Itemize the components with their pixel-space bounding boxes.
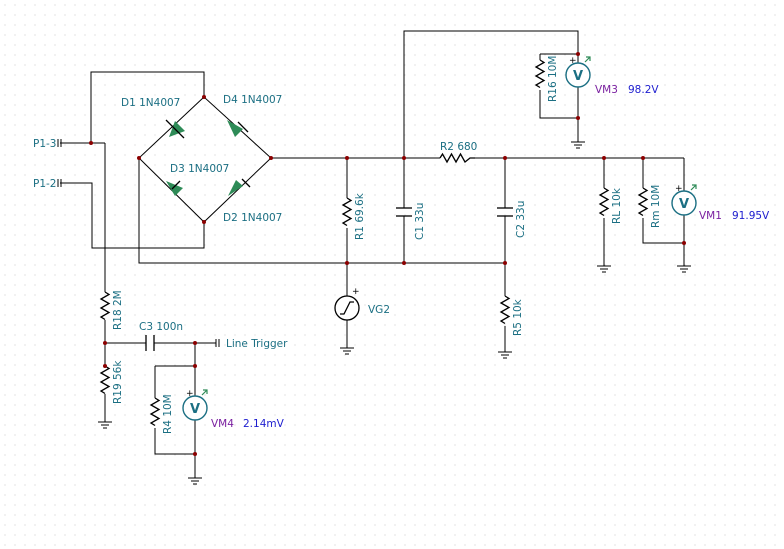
labels: P1-3 P1-2 Line Trigger D1 1N4007 D4 1N40… [33,56,770,434]
voltage-generator-vg2[interactable]: + [334,287,360,321]
label-r5: R5 10k [512,298,524,336]
label-line-trigger: Line Trigger [226,338,288,350]
svg-text:+: + [186,389,194,399]
label-c3: C3 100n [139,321,183,333]
label-rm: Rm 10M [650,185,662,228]
voltmeter-vm4[interactable]: V + [182,389,208,421]
label-c1: C1 33u [414,203,426,240]
label-vm3-value: 98.2V [628,84,659,96]
svg-text:+: + [675,184,683,194]
diode-d4[interactable] [227,120,249,137]
label-p13: P1-3 [33,138,56,150]
label-vm1-name: VM1 [699,210,722,222]
ground-vm3 [571,141,585,149]
port-p13-connector[interactable] [57,139,62,147]
resistor-r19[interactable] [99,365,111,395]
label-d1: D1 1N4007 [121,97,180,109]
resistor-r4[interactable] [149,397,161,427]
label-vm4-value: 2.14mV [243,418,285,430]
label-vm4-name: VM4 [211,418,234,430]
diode-d1[interactable] [165,119,185,139]
port-p12-connector[interactable] [57,179,62,187]
label-vg2: VG2 [368,304,390,316]
label-r16: R16 10M [547,56,559,102]
ground-vm1 [677,265,691,273]
ground-r19 [98,421,112,429]
resistor-r16[interactable] [534,59,546,89]
label-d3: D3 1N4007 [170,163,229,175]
svg-text:+: + [352,287,360,297]
label-rl: RL 10k [611,187,623,224]
diode-d2[interactable] [228,178,251,196]
label-d4: D4 1N4007 [223,94,282,106]
resistor-r5[interactable] [499,295,511,325]
capacitor-c3[interactable] [145,335,155,351]
label-p12: P1-2 [33,178,56,190]
junction-dots [89,52,686,456]
ground-vm4 [188,477,202,485]
port-line-trigger-connector[interactable] [215,339,220,347]
label-vm1-value: 91.95V [732,210,770,222]
resistor-r2[interactable] [439,152,475,164]
svg-text:V: V [679,197,689,212]
ground-vg2 [340,347,354,355]
label-vm3-name: VM3 [595,84,618,96]
label-r4: R4 10M [162,394,174,434]
wires [60,30,685,478]
ground-r5 [498,351,512,359]
label-c2: C2 33u [515,201,527,238]
label-d2: D2 1N4007 [223,212,282,224]
svg-text:+: + [569,56,577,66]
diode-bridge [138,96,272,223]
svg-text:V: V [190,402,200,417]
resistor-rl[interactable] [598,187,610,217]
svg-text:V: V [573,69,583,84]
resistor-r1[interactable] [341,197,353,227]
label-r2: R2 680 [440,141,477,153]
diode-d3[interactable] [166,180,183,196]
resistor-rm[interactable] [637,187,649,217]
label-r19: R19 56k [112,360,124,404]
ground-rl [597,265,611,273]
voltmeter-vm3[interactable]: V + [565,56,591,88]
label-r18: R18 2M [112,290,124,330]
label-r1: R1 69.6k [354,192,366,240]
capacitor-c2[interactable] [497,207,513,217]
voltmeter-vm1[interactable]: V + [671,184,697,216]
capacitor-c1[interactable] [396,207,412,217]
resistor-r18[interactable] [99,291,111,321]
